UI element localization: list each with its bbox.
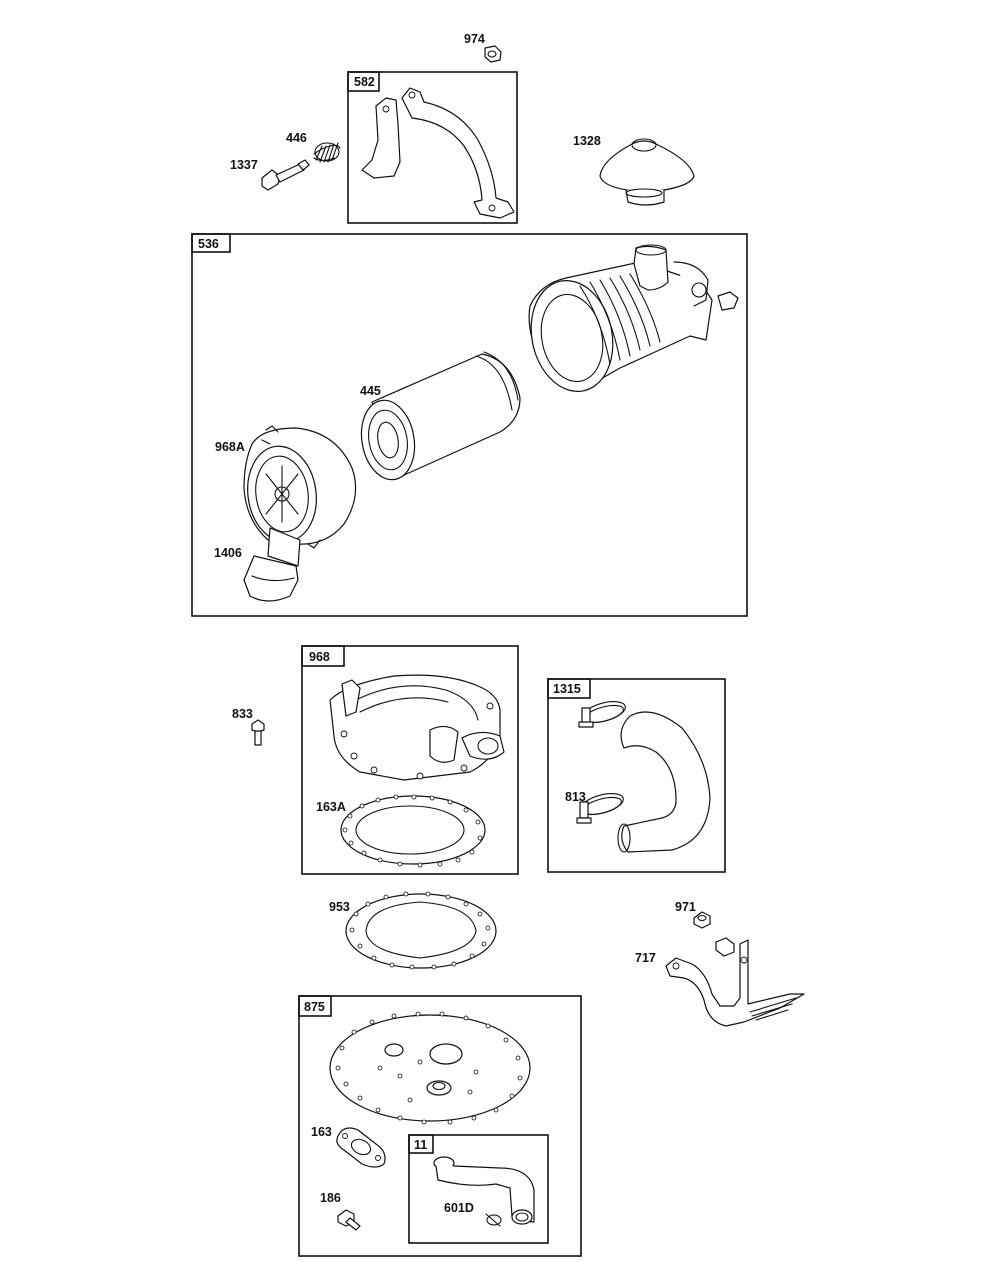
cover-968A-drawing — [243, 425, 357, 549]
part-label-446: 446 — [286, 131, 307, 145]
plate-875-drawing — [329, 1011, 531, 1125]
base-968-drawing — [329, 674, 505, 781]
bracket-582-drawing — [361, 87, 515, 219]
group-label-536: 536 — [198, 237, 219, 251]
cap-1328-drawing — [599, 138, 695, 206]
filter-445-drawing — [360, 351, 521, 481]
gasket-163A-drawing — [340, 794, 486, 868]
part-label-186: 186 — [320, 1191, 341, 1205]
bolt-186-drawing — [337, 1209, 361, 1231]
diaphragm-953-drawing — [345, 891, 497, 970]
group-box-968[interactable]: 968 — [301, 645, 519, 875]
group-label-582: 582 — [354, 75, 375, 89]
group-label-1315: 1315 — [553, 682, 581, 696]
tube-11-drawing — [433, 1156, 535, 1227]
group-box-582[interactable]: 582 — [347, 71, 518, 224]
part-label-953: 953 — [329, 900, 350, 914]
screw-833-drawing — [251, 719, 265, 746]
part-label-1328: 1328 — [573, 134, 601, 148]
nut-974-drawing — [484, 45, 502, 63]
part-label-445: 445 — [360, 384, 381, 398]
group-label-968: 968 — [309, 650, 330, 664]
part-label-813: 813 — [565, 790, 586, 804]
group-box-1315[interactable]: 1315 — [547, 678, 726, 873]
part-label-971: 971 — [675, 900, 696, 914]
group-label-875: 875 — [304, 1000, 325, 1014]
part-label-968A: 968A — [215, 440, 245, 454]
group-box-11[interactable]: 11 — [408, 1134, 549, 1244]
part-label-601D: 601D — [444, 1201, 474, 1215]
part-label-717: 717 — [635, 951, 656, 965]
group-label-11: 11 — [414, 1138, 427, 1152]
part-label-163A: 163A — [316, 800, 346, 814]
stud-1337-drawing — [261, 159, 310, 191]
part-label-833: 833 — [232, 707, 253, 721]
bolt-971-drawing — [693, 911, 711, 929]
group-box-536[interactable]: 536 — [191, 233, 748, 617]
part-label-1406: 1406 — [214, 546, 242, 560]
part-label-163: 163 — [311, 1125, 332, 1139]
part-label-974: 974 — [464, 32, 485, 46]
group-box-875[interactable]: 875 — [298, 995, 582, 1257]
bracket-717-drawing — [665, 937, 805, 1027]
clamps-hose-1315-drawing — [576, 701, 711, 853]
gasket-163-drawing — [336, 1127, 386, 1168]
valve-1406-drawing — [243, 527, 301, 602]
part-label-1337: 1337 — [230, 158, 258, 172]
spring-446-drawing — [313, 142, 341, 163]
housing-536-drawing — [528, 244, 739, 393]
